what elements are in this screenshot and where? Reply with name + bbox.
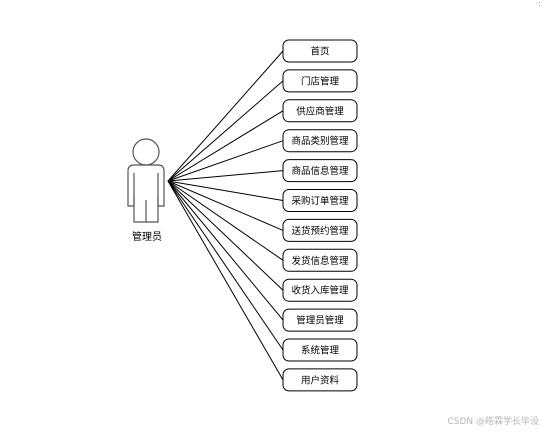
- use-case-label: 送货预约管理: [291, 225, 349, 237]
- use-case-label: 商品类别管理: [291, 135, 349, 147]
- connector-line: [167, 180, 284, 381]
- use-case-box: [282, 218, 358, 242]
- use-case-box: [282, 69, 358, 93]
- connector-line: [167, 180, 284, 231]
- use-case-box: [282, 159, 358, 183]
- use-case-label: 供应商管理: [296, 105, 344, 117]
- connector-line: [167, 50, 284, 182]
- connector-line: [167, 180, 284, 261]
- use-case-node: 采购订单管理: [282, 189, 358, 212]
- use-case-box: [282, 368, 358, 392]
- use-case-label: 系统管理: [301, 345, 340, 357]
- use-case-label: 商品信息管理: [291, 165, 349, 177]
- connector-line: [167, 140, 284, 182]
- use-case-label: 发货信息管理: [291, 255, 349, 267]
- actor-body-icon: [127, 164, 165, 223]
- use-case-nodes: 首页门店管理供应商管理商品类别管理商品信息管理采购订单管理送货预约管理发货信息管…: [282, 39, 358, 392]
- use-case-box: [282, 189, 358, 212]
- connector-line: [167, 110, 284, 182]
- use-case-node: 供应商管理: [282, 99, 358, 123]
- corner-mark: ·:: [535, 0, 541, 8]
- use-case-node: 系统管理: [282, 338, 358, 362]
- use-case-label: 采购订单管理: [291, 195, 349, 207]
- use-case-label: 门店管理: [301, 75, 340, 87]
- use-case-box: [282, 99, 358, 123]
- actor-label: 管理员: [132, 230, 162, 243]
- use-case-node: 商品类别管理: [282, 129, 358, 153]
- actor-head-icon: [132, 138, 160, 166]
- use-case-node: 首页: [282, 39, 358, 63]
- use-case-label: 管理员管理: [296, 315, 344, 327]
- use-case-box: [282, 129, 358, 153]
- use-case-node: 送货预约管理: [282, 218, 358, 242]
- connector-line: [167, 170, 284, 182]
- use-case-label: 用户资料: [301, 374, 340, 386]
- connector-line: [167, 180, 284, 291]
- actor-administrator: 管理员: [127, 138, 165, 243]
- use-case-box: [282, 338, 358, 362]
- use-case-box: [282, 278, 358, 302]
- use-case-box: [282, 308, 358, 332]
- use-case-label: 首页: [310, 46, 329, 58]
- use-case-node: 发货信息管理: [282, 248, 358, 272]
- watermark: CSDN @皓霖学长毕设: [447, 417, 539, 427]
- use-case-node: 管理员管理: [282, 308, 358, 332]
- use-case-node: 门店管理: [282, 69, 358, 93]
- use-case-box: [282, 248, 358, 272]
- connector-line: [167, 180, 284, 351]
- connector-lines: [167, 50, 284, 381]
- connector-line: [167, 80, 284, 182]
- connector-line: [167, 180, 284, 321]
- use-case-node: 商品信息管理: [282, 159, 358, 183]
- connector-line: [167, 180, 284, 201]
- use-case-box: [282, 39, 358, 63]
- use-case-node: 用户资料: [282, 368, 358, 392]
- use-case-label: 收货入库管理: [291, 285, 349, 297]
- use-case-node: 收货入库管理: [282, 278, 358, 302]
